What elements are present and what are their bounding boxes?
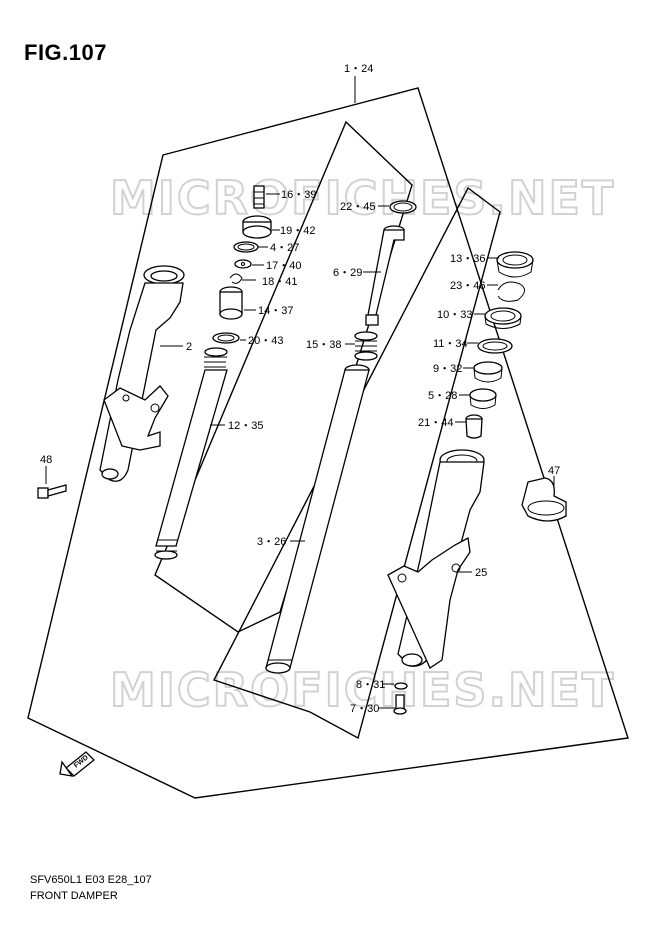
callout-14-37: 14・37	[258, 305, 293, 317]
outer-tube-right	[387, 449, 485, 669]
rebound-spring	[354, 331, 378, 361]
inner-tube	[265, 364, 370, 674]
oil-lock-piece	[465, 414, 483, 439]
callout-17-40: 17・40	[266, 260, 301, 272]
damper-cap	[242, 215, 272, 239]
washer	[234, 259, 252, 269]
callout-5-28: 5・28	[428, 390, 457, 402]
clip	[229, 273, 243, 284]
callout-21-44: 21・44	[418, 417, 453, 429]
callout-18-41: 18・41	[262, 276, 297, 288]
spring-seat	[212, 332, 240, 344]
callout-1-24: 1・24	[344, 63, 373, 75]
callout-25: 25	[475, 567, 487, 579]
dust-seal	[496, 251, 534, 278]
callout-8-31: 8・31	[356, 679, 385, 691]
callout-12-35: 12・35	[228, 420, 263, 432]
callout-2: 2	[186, 341, 192, 353]
callout-23-46: 23・46	[450, 280, 485, 292]
figure-title: FIG.107	[24, 40, 107, 65]
damper-bolt	[393, 694, 407, 715]
callout-20-43: 20・43	[248, 335, 283, 347]
footer-code: SFV650L1 E03 E28_107	[30, 874, 152, 886]
axle-pinch-bolt	[37, 484, 67, 499]
callout-15-38: 15・38	[306, 339, 341, 351]
callout-13-36: 13・36	[450, 253, 485, 265]
callout-3-26: 3・26	[257, 536, 286, 548]
gasket	[394, 682, 408, 690]
watermark-bottom: MICROFICHES.NET	[110, 663, 615, 717]
seal-spacer	[477, 338, 513, 354]
oil-seal	[484, 307, 522, 329]
callout-47: 47	[548, 465, 560, 477]
callout-9-32: 9・32	[433, 363, 462, 375]
callout-19-42: 19・42	[280, 225, 315, 237]
fwd-arrow: FWD	[59, 751, 95, 777]
fork-spring	[154, 347, 228, 560]
callout-22-45: 22・45	[340, 201, 375, 213]
assembly-frame-outer	[27, 87, 629, 799]
guide-bushing-upper	[473, 361, 503, 383]
callout-48: 48	[40, 454, 52, 466]
callout-6-29: 6・29	[333, 267, 362, 279]
o-ring	[233, 241, 259, 253]
guide-bushing-lower	[469, 388, 497, 409]
callout-4-27: 4・27	[270, 242, 299, 254]
cap-bolt	[253, 185, 265, 209]
dust-seal-top	[389, 200, 417, 214]
outer-tube-frame	[213, 186, 501, 740]
callout-7-30: 7・30	[350, 703, 379, 715]
callout-10-33: 10・33	[437, 309, 472, 321]
footer-caption: FRONT DAMPER	[30, 890, 118, 902]
outer-tube-left	[99, 265, 185, 482]
callout-11-34: 11・34	[433, 338, 468, 350]
damper-rod	[365, 225, 405, 326]
fork-guard	[521, 477, 567, 522]
stopper-ring	[497, 281, 525, 302]
spacer-tube	[219, 286, 243, 320]
callout-16-39: 16・39	[281, 189, 316, 201]
watermark-top: MICROFICHES.NET	[110, 171, 615, 225]
